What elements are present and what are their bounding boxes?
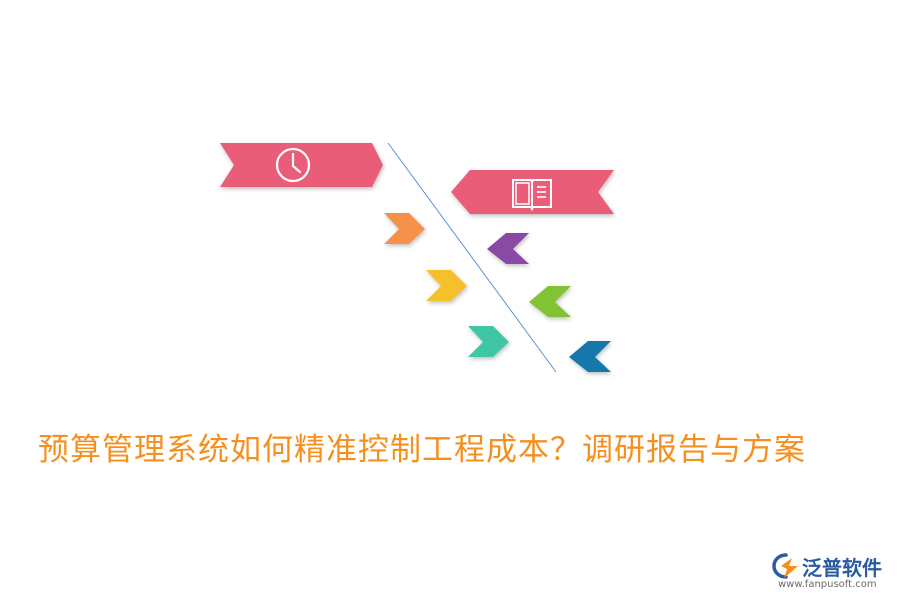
- purple-chevron: [487, 233, 529, 264]
- teal-chevron: [468, 326, 509, 357]
- clock-banner: [220, 143, 383, 187]
- spine-line: [387, 142, 557, 373]
- logo-icon: [772, 553, 798, 579]
- brand-logo[interactable]: 泛普软件 www.fanpusoft.com: [768, 550, 896, 596]
- yellow-chevron: [426, 270, 467, 301]
- clock-banner-shape: [220, 143, 383, 187]
- logo-name: 泛普软件: [802, 556, 882, 580]
- page-title: 预算管理系统如何精准控制工程成本？调研报告与方案: [38, 432, 806, 468]
- orange-chevron: [384, 213, 425, 244]
- logo-url: www.fanpusoft.com: [778, 579, 877, 590]
- blue-chevron: [569, 341, 611, 372]
- clock-icon: [275, 147, 311, 183]
- green-chevron: [529, 286, 571, 317]
- book-icon: [512, 179, 552, 212]
